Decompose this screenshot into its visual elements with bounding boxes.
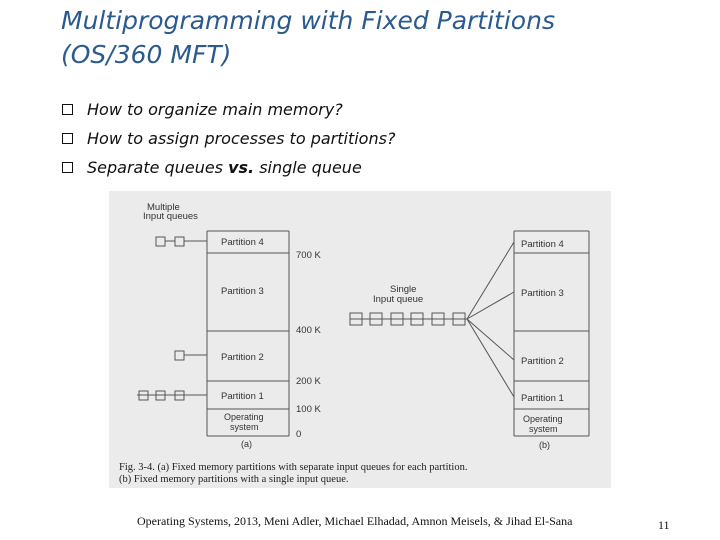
right-tag: (b)	[539, 440, 550, 450]
left-os-label-1: Operating	[224, 412, 264, 422]
left-partition-3: Partition 3	[221, 286, 264, 297]
single-label-2: Input queue	[373, 294, 423, 305]
multiple-label-1: Multiple	[147, 202, 180, 213]
bullet-text-post: single queue	[254, 158, 362, 177]
multiple-label-2: Input queues	[143, 211, 198, 222]
checkbox-bullet-icon	[62, 104, 73, 115]
address-200k: 200 K	[296, 376, 321, 387]
slide-title: Multiprogramming with Fixed Partitions (…	[61, 4, 701, 72]
caption-line-1: Fig. 3-4. (a) Fixed memory partitions wi…	[119, 462, 467, 473]
slide-footer: Operating Systems, 2013, Meni Adler, Mic…	[137, 514, 573, 528]
queue-partition-2	[174, 350, 207, 361]
bullet-item: How to assign processes to partitions?	[62, 124, 395, 153]
bullet-text: How to assign processes to partitions?	[87, 129, 396, 148]
left-partition-4: Partition 4	[221, 237, 264, 248]
caption-line-2: (b) Fixed memory partitions with a singl…	[119, 474, 349, 485]
address-700k: 700 K	[296, 250, 321, 261]
bullet-text: How to organize main memory?	[87, 100, 343, 119]
dispatch-lines	[466, 241, 515, 398]
bullet-item: Separate queues vs. single queue	[62, 153, 395, 182]
right-os-label-1: Operating	[523, 414, 563, 424]
right-partition-3: Partition 3	[521, 288, 564, 299]
left-os-label-2: system	[230, 422, 259, 432]
left-tag: (a)	[241, 439, 252, 449]
partition-diagram: Multiple Input queues Partition 4 Partit…	[119, 202, 590, 485]
queue-partition-1	[137, 390, 207, 401]
single-label-1: Single	[390, 284, 416, 295]
left-partition-2: Partition 2	[221, 352, 264, 363]
page-number: 11	[658, 518, 670, 532]
right-partition-1: Partition 1	[521, 393, 564, 404]
bullet-list: How to organize main memory? How to assi…	[62, 95, 395, 182]
left-partition-1: Partition 1	[221, 391, 264, 402]
bullet-text-pre: Separate queues	[87, 158, 229, 177]
queue-partition-4	[155, 236, 207, 247]
right-memory-column	[513, 230, 590, 437]
single-queue	[349, 312, 467, 326]
right-partition-4: Partition 4	[521, 239, 564, 250]
memory-partition-figure: Multiple Input queues Partition 4 Partit…	[109, 191, 611, 488]
checkbox-bullet-icon	[62, 133, 73, 144]
checkbox-bullet-icon	[62, 162, 73, 173]
address-100k: 100 K	[296, 404, 321, 415]
right-partition-2: Partition 2	[521, 356, 564, 367]
bullet-text-bold: vs.	[228, 158, 255, 177]
address-400k: 400 K	[296, 325, 321, 336]
right-os-label-2: system	[529, 424, 558, 434]
address-zero: 0	[296, 429, 301, 440]
bullet-item: How to organize main memory?	[62, 95, 395, 124]
title-line-1: Multiprogramming with Fixed Partitions	[61, 6, 555, 35]
title-line-2: (OS/360 MFT)	[61, 40, 232, 69]
left-memory-column	[206, 230, 290, 437]
